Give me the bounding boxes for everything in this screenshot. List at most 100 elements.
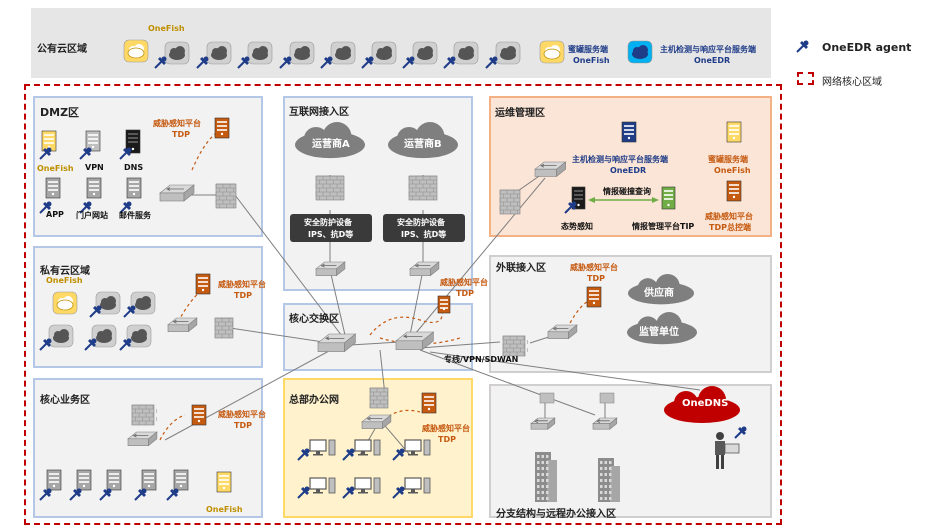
public-cloud-host-3-icon xyxy=(247,41,273,65)
regulator-label: 监管单位 xyxy=(639,327,679,338)
business-switch-icon xyxy=(127,431,158,447)
branch-firewall-2-icon xyxy=(599,392,615,404)
tip-label: 情报管理平台TIP xyxy=(632,222,695,231)
core-switch-zone xyxy=(283,303,473,371)
private-cloud-title: 私有云区域 xyxy=(40,266,90,277)
private-cloud-host-4-icon xyxy=(91,324,117,348)
public-cloud-title: 公有云区域 xyxy=(37,44,87,55)
business-tdp-label-1: 威胁感知平台 xyxy=(218,410,266,419)
business-tdp-label-2: TDP xyxy=(234,421,252,430)
dmz-dns-label: DNS xyxy=(124,163,144,172)
private-pin-1-icon xyxy=(89,305,102,318)
public-edr-label-2: OneEDR xyxy=(694,56,731,65)
public-agent-pin-5-icon xyxy=(320,56,333,69)
internet-switch-b-icon xyxy=(409,261,440,277)
public-cloud-host-4-icon xyxy=(289,41,315,65)
external-zone xyxy=(489,255,772,373)
private-cloud-host-2-icon xyxy=(130,291,156,315)
private-onefish-label: OneFish xyxy=(46,276,83,285)
core-switch-b-icon xyxy=(395,331,435,351)
hq-pc-5-icon xyxy=(354,477,381,494)
core-business-zone xyxy=(33,378,263,518)
core-switch-title: 核心交换区 xyxy=(289,314,339,325)
ops-tdp-label-2: TDP总控端 xyxy=(709,223,751,232)
public-cloud-host-7-icon xyxy=(412,41,438,65)
dmz-onefish-pin-icon xyxy=(39,147,52,160)
public-edr-cloud-icon xyxy=(627,40,653,64)
hq-pin-6-icon xyxy=(392,486,405,499)
public-agent-pin-3-icon xyxy=(237,56,250,69)
core-switch-a-icon xyxy=(317,333,357,353)
business-pin-3-icon xyxy=(99,488,112,501)
public-agent-pin-7-icon xyxy=(402,56,415,69)
security-device-b xyxy=(383,214,465,242)
dmz-title: DMZ区 xyxy=(40,106,80,119)
intel-query-label: 情报碰撞查询 xyxy=(603,187,651,196)
dmz-portal-label: 门户网站 xyxy=(76,211,108,220)
private-pin-4-icon xyxy=(84,338,97,351)
public-honeypot-cloud-icon xyxy=(539,40,565,64)
ops-edr-label-1: 主机检测与响应平台服务端 xyxy=(572,155,668,164)
core-tdp-label-2: TDP xyxy=(456,289,474,298)
internet-title: 互联网接入区 xyxy=(289,107,349,118)
public-agent-pin-8-icon xyxy=(443,56,456,69)
public-agent-pin-2-icon xyxy=(196,56,209,69)
ops-zone xyxy=(489,96,772,237)
ops-tip-server-icon xyxy=(661,186,676,210)
ops-title: 运维管理区 xyxy=(495,108,545,119)
internet-firewall-a-icon xyxy=(315,175,345,201)
dmz-dns-pin-icon xyxy=(119,147,132,160)
hq-pc-6-icon xyxy=(404,477,431,494)
security-device-a xyxy=(290,214,372,242)
private-onefish-cloud-icon xyxy=(52,291,78,315)
security-a-label-2: IPS、抗D等 xyxy=(308,230,354,239)
business-server-4-icon xyxy=(141,469,157,491)
onedns-label: OneDNS xyxy=(682,398,729,409)
public-edr-label-1: 主机检测与响应平台服务端 xyxy=(660,45,756,54)
private-switch-icon xyxy=(167,317,198,333)
core-tdp-server-icon xyxy=(437,295,451,314)
business-onefish-label: OneFish xyxy=(206,505,243,514)
business-server-1-icon xyxy=(46,469,62,491)
public-cloud-host-9-icon xyxy=(495,41,521,65)
dmz-app-label: APP xyxy=(46,210,64,219)
public-honeypot-label-1: 蜜罐服务端 xyxy=(568,45,608,54)
dmz-tdp-label-2: TDP xyxy=(172,130,190,139)
branch-building-1-icon xyxy=(535,452,557,502)
ops-honeypot-label-1: 蜜罐服务端 xyxy=(708,155,748,164)
ops-firewall-icon xyxy=(499,189,521,215)
ops-edr-label-2: OneEDR xyxy=(610,166,647,175)
dmz-portal-server-icon xyxy=(86,177,102,199)
remote-user-pin-icon xyxy=(734,426,747,439)
hq-pc-4-icon xyxy=(309,477,336,494)
branch-building-2-icon xyxy=(598,458,620,502)
private-cloud-host-3-icon xyxy=(48,324,74,348)
business-firewall-icon xyxy=(131,404,157,426)
situational-label: 态势感知 xyxy=(561,222,593,231)
branch-title: 分支结构与远程办公接入区 xyxy=(496,509,616,520)
branch-switch-2-icon xyxy=(592,417,618,430)
business-tdp-server-icon xyxy=(191,404,207,426)
isp-b-cloud-icon xyxy=(388,122,458,159)
onedns-cloud-icon xyxy=(664,386,740,423)
public-cloud-host-1-icon xyxy=(164,41,190,65)
dmz-tdp-server-icon xyxy=(214,117,230,139)
external-switch-icon xyxy=(547,324,578,340)
dmz-mail-pin-icon xyxy=(119,201,132,214)
wan-label: 专线/VPN/SDWAN xyxy=(444,355,519,364)
private-pin-5-icon xyxy=(119,338,132,351)
ops-situational-pin-icon xyxy=(564,201,577,214)
legend-core-swatch xyxy=(797,72,814,85)
dmz-firewall-icon xyxy=(215,183,237,209)
external-tdp-label-1: 威胁感知平台 xyxy=(570,263,618,272)
public-cloud-host-5-icon xyxy=(330,41,356,65)
dmz-onefish-label: OneFish xyxy=(37,164,74,173)
public-honeypot-label-2: OneFish xyxy=(573,56,610,65)
business-server-5-icon xyxy=(173,469,189,491)
ops-honeypot-label-2: OneFish xyxy=(714,166,751,175)
regulator-cloud-icon xyxy=(627,312,697,345)
core-tdp-label-1: 威胁感知平台 xyxy=(440,278,488,287)
isp-a-cloud-icon xyxy=(295,122,365,159)
public-cloud-onefish-label: OneFish xyxy=(148,24,185,33)
